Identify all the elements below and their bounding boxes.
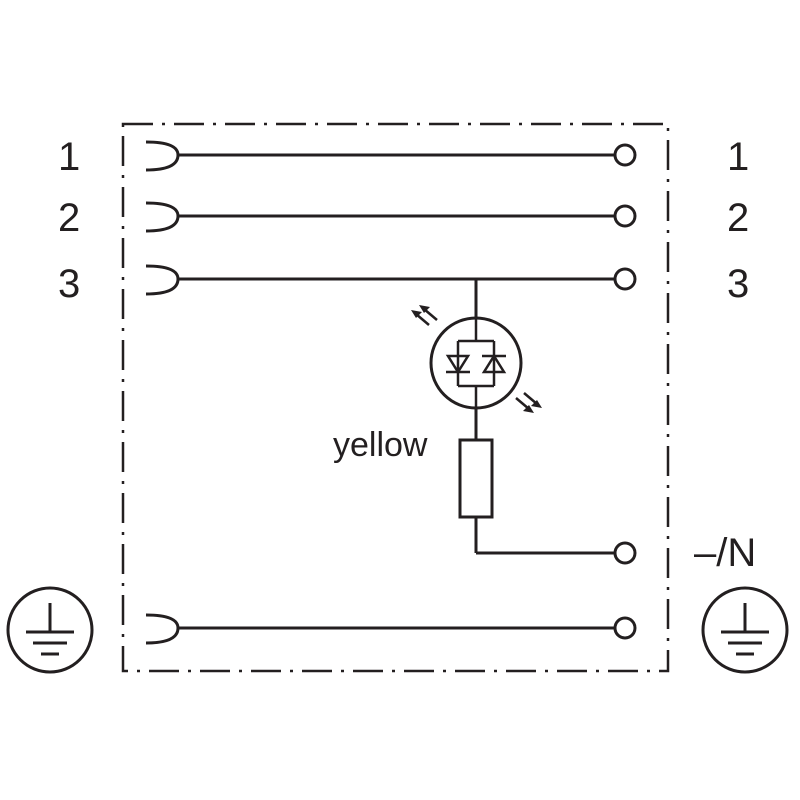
left-pin-label-1: 1: [58, 135, 80, 179]
right-pin-label-1: 1: [727, 135, 749, 179]
left-pin-label-2: 2: [58, 196, 80, 240]
pin-terminal-icon: [613, 541, 637, 565]
conductor-3: [145, 264, 637, 296]
neutral-label: –/N: [694, 531, 756, 575]
right-pin-label-2: 2: [727, 196, 749, 240]
conductor-1: [145, 140, 637, 172]
housing-outline: [121, 122, 670, 673]
pin-terminal-icon: [613, 143, 637, 167]
right-pin-label-3: 3: [727, 262, 749, 306]
left-pin-label-3: 3: [58, 262, 80, 306]
light-arrows-icon: [515, 392, 542, 413]
conductor-ground: [145, 613, 637, 645]
pin-terminal-icon: [613, 267, 637, 291]
pin-terminal-icon: [613, 204, 637, 228]
socket-contact-icon: [145, 201, 180, 233]
ground-symbol-icon: [6, 586, 94, 674]
light-arrows-icon: [411, 305, 438, 326]
ground-symbol-icon: [701, 586, 789, 674]
led-color-label: yellow: [333, 426, 428, 464]
resistor-icon: [458, 438, 494, 519]
pin-terminal-icon: [613, 616, 637, 640]
conductor-2: [145, 201, 637, 233]
socket-contact-icon: [145, 613, 180, 645]
led-branch: yellow: [333, 279, 637, 565]
bicolor-led-icon: [429, 316, 523, 410]
socket-contact-icon: [145, 264, 180, 296]
socket-contact-icon: [145, 140, 180, 172]
